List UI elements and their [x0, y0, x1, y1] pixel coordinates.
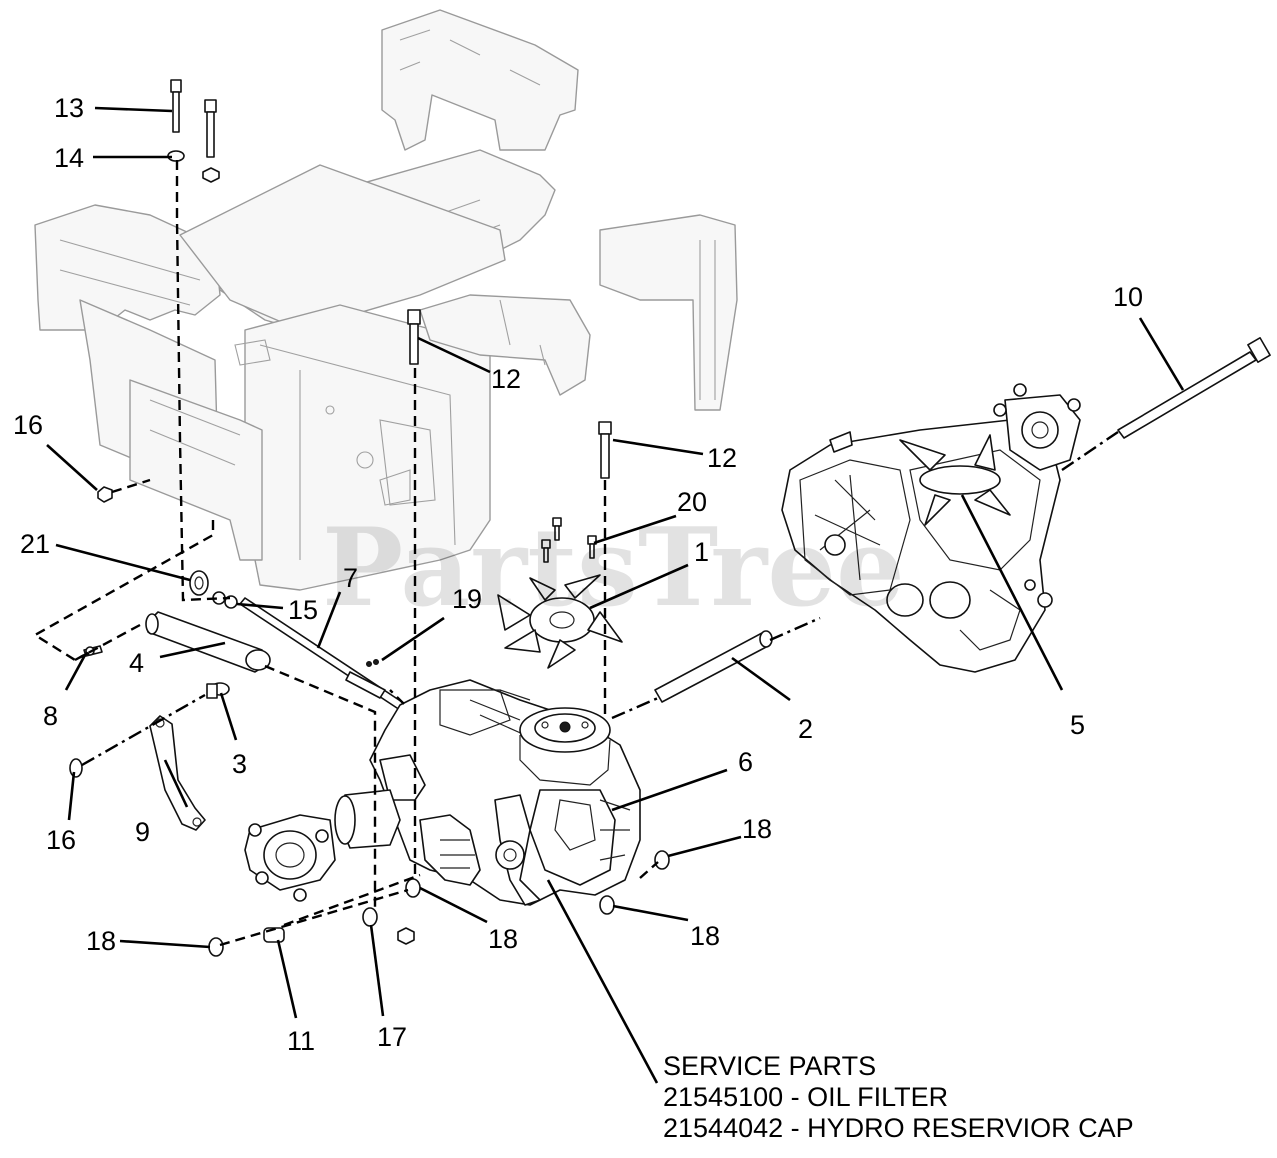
nut-loose-lower	[397, 927, 415, 945]
callout-21: 21	[20, 529, 50, 559]
ring-17	[362, 907, 378, 927]
mower-frame	[34, 9, 738, 591]
callout-14: 14	[54, 143, 84, 173]
callout-18-center: 18	[488, 924, 518, 954]
callout-17: 17	[377, 1022, 407, 1052]
callout-3: 3	[232, 749, 247, 779]
transaxle-5-right	[781, 383, 1081, 673]
callout-8: 8	[43, 701, 58, 731]
ring-16-lower	[69, 758, 83, 778]
callout-5: 5	[1070, 710, 1085, 740]
callout-13: 13	[54, 93, 84, 123]
callout-20: 20	[677, 487, 707, 517]
damper-4	[145, 611, 271, 673]
clip-19	[366, 659, 379, 667]
service-part-reservoir-cap: 21544042 - HYDRO RESERVIOR CAP	[663, 1113, 1134, 1143]
callout-15: 15	[288, 595, 318, 625]
callout-1: 1	[694, 537, 709, 567]
callout-7: 7	[343, 563, 358, 593]
callout-11: 11	[287, 1026, 315, 1056]
bolt-12-upper	[407, 309, 421, 365]
callout-12-right: 12	[707, 443, 737, 473]
bolts-20	[541, 517, 597, 563]
callout-10: 10	[1113, 282, 1143, 312]
callout-18-left: 18	[86, 926, 116, 956]
callout-18-right-bottom: 18	[690, 921, 720, 951]
bolt-12-right	[598, 421, 612, 479]
rings-18	[208, 850, 670, 957]
service-parts-heading: SERVICE PARTS	[663, 1051, 877, 1081]
pin-3	[206, 682, 230, 699]
lever-9	[149, 715, 206, 831]
callout-18-right-top: 18	[742, 814, 772, 844]
leader-lines	[46, 106, 1185, 1084]
nut-15	[212, 591, 238, 609]
callout-16-upper: 16	[13, 410, 43, 440]
callout-9: 9	[135, 817, 150, 847]
callout-numbers: 13 14 12 12 10 16 21 7 15 19 20 1 4 8 3 …	[13, 93, 1143, 1056]
callout-12-upper: 12	[491, 364, 521, 394]
callout-6: 6	[738, 747, 753, 777]
tube-2	[654, 630, 773, 703]
shaft-10	[1117, 337, 1271, 439]
cooling-fan-1	[497, 574, 623, 669]
nut-16-upper	[97, 486, 113, 503]
callout-2: 2	[798, 714, 813, 744]
assembly-guide-lines	[32, 160, 1119, 947]
spacer-21	[189, 570, 209, 596]
service-parts-note: SERVICE PARTS 21545100 - OIL FILTER 2154…	[663, 1051, 1263, 1144]
callout-4: 4	[129, 648, 144, 678]
callout-19: 19	[452, 584, 482, 614]
service-part-oil-filter: 21545100 - OIL FILTER	[663, 1082, 949, 1112]
watermark: PartsTree	[322, 505, 905, 631]
bolt-13	[170, 79, 182, 133]
transaxle-6-left	[244, 679, 641, 906]
bolt-loose-top	[202, 99, 220, 183]
callout-16-lower: 16	[46, 825, 76, 855]
